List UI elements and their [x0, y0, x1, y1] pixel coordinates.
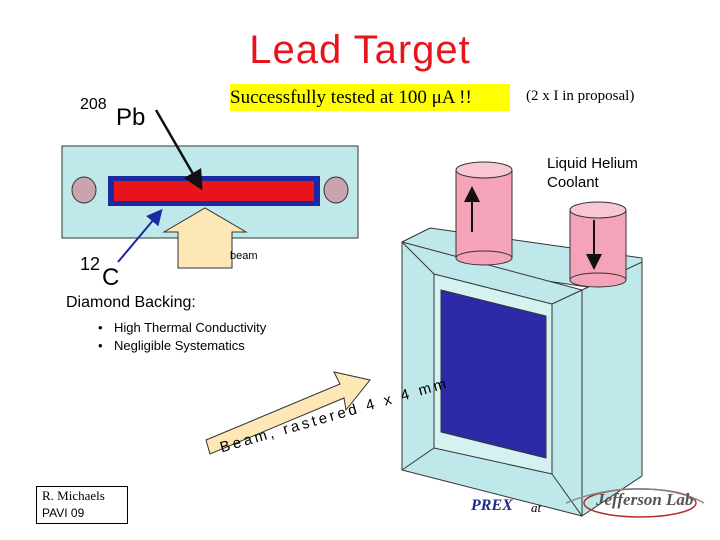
proposal-note: (2 x I in proposal): [526, 88, 635, 104]
experiment-name: PREX: [471, 497, 513, 514]
lead-strip: [108, 176, 320, 206]
experiment-at: at: [531, 500, 542, 515]
tested-highlight: [230, 84, 510, 111]
pointer-arrow-icon: [117, 208, 163, 263]
coolant-label: Liquid Helium Coolant: [547, 154, 657, 192]
bullet-text: Negligible Systematics: [114, 338, 245, 353]
carbon-mass-number: 12: [80, 254, 101, 274]
bullet-text: High Thermal Conductivity: [114, 320, 267, 335]
slide-title: Lead Target: [249, 28, 471, 72]
pointer-arrow-icon: [154, 109, 203, 191]
lab-logo-text: Jefferson Lab: [596, 490, 694, 509]
carbon-symbol: C: [102, 264, 120, 291]
lead-mass-number: 208: [80, 96, 107, 113]
jefferson-lab-logo: [565, 488, 705, 518]
diamond-heading: Diamond Backing:: [66, 294, 196, 311]
coolant-tube-left: [455, 161, 513, 266]
author-box: [36, 486, 128, 524]
coolant-label-line-1: Liquid Helium: [547, 155, 638, 172]
raster-arrow-icon: [205, 371, 371, 455]
lead-symbol: Pb: [116, 104, 146, 131]
beam-arrow-icon: [162, 207, 248, 269]
event-name: PAVI 09: [42, 506, 85, 520]
author-name: R. Michaels: [42, 488, 105, 503]
tested-banner: Successfully tested at 100 μA !!: [230, 87, 472, 108]
coolant-label-line-2: Coolant: [547, 174, 599, 191]
coolant-tube-right: [569, 201, 627, 288]
bullet-item: • Negligible Systematics: [98, 338, 245, 353]
beam-label: beam: [230, 250, 258, 262]
bullet-icon: •: [98, 320, 103, 335]
bullet-item: • High Thermal Conductivity: [98, 320, 266, 335]
bullet-icon: •: [98, 338, 103, 353]
